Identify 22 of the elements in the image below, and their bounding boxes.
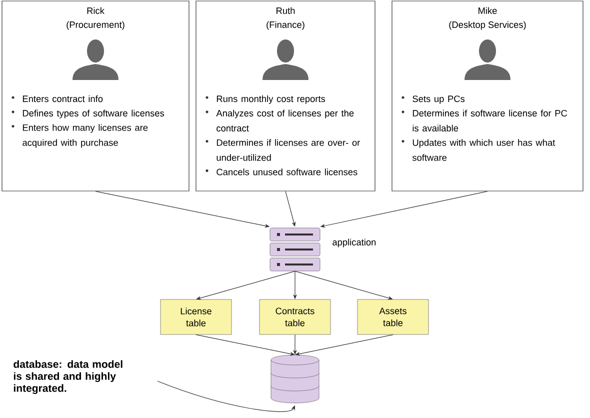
callout-text: database: data model is shared and highly integrated. [14,360,122,394]
bullet-text: Cancels unused software licenses [216,168,358,176]
card-heading: Mike (Desktop Services) [449,7,526,30]
arrow [294,270,393,300]
bullet-text: Updates with which user has what software [412,139,556,161]
table-box: License table [160,299,232,335]
node-caption: application [332,238,376,248]
bullet-text: Runs monthly cost reports [216,95,326,104]
table-box: Contracts table [259,299,331,335]
arrow [196,270,296,300]
card-heading: Ruth (Finance) [266,7,304,30]
table-box: Assets table [357,299,429,335]
leader-line [157,380,295,412]
card-heading: Rick (Procurement) [66,7,124,30]
bullet-text: Determines if licenses are over- or under-utilized [216,139,360,161]
database-drawing [270,354,320,404]
bullet-text: Enters how many licenses are acquired with purchase [22,124,148,148]
bullet-text: Defines types of software licenses [22,110,164,118]
bullet-text: Determines if software license for PC is available [412,110,568,132]
bullet-text: Sets up PCs [412,96,465,104]
bullet-text: Analyzes cost of licenses per the contract [216,110,354,132]
bullet-text: Enters contract info [22,95,103,102]
